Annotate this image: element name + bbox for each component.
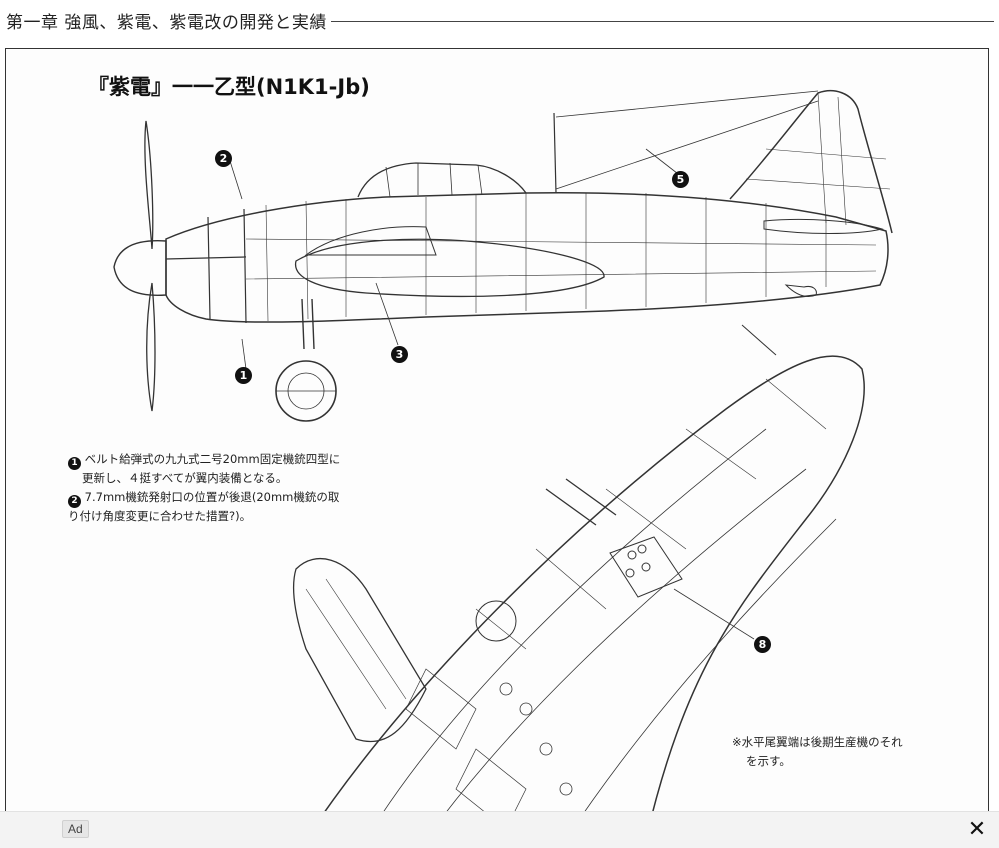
- plate-title: 『紫電』一一乙型(N1K1-Jb): [88, 75, 370, 99]
- callout-badge: 5: [672, 171, 689, 188]
- note-bullet: 1: [68, 457, 81, 470]
- note-gun-port: 2 7.7mm機銃発射口の位置が後退(20mm機銃の取 り付け角度変更に合わせた…: [68, 489, 339, 525]
- callout-badge: 2: [215, 150, 232, 167]
- note-bullet: 2: [68, 495, 81, 508]
- ad-label: Ad: [62, 820, 89, 838]
- note-line: 更新し、４挺すべてが翼内装備となる。: [82, 471, 288, 485]
- close-icon[interactable]: ✕: [967, 816, 987, 842]
- note-line: ベルト給弾式の九九式二号20mm固定機銃四型に: [84, 452, 341, 466]
- chapter-title: 第一章 強風、紫電、紫電改の開発と実績: [6, 12, 327, 33]
- drawing-plate: 『紫電』一一乙型(N1K1-Jb) 2 1 3 5 8 1 ベルト給弾式の九九式…: [5, 48, 989, 838]
- callout-badge: 3: [391, 346, 408, 363]
- callout-badge: 1: [235, 367, 252, 384]
- chapter-header: 第一章 強風、紫電、紫電改の開発と実績: [6, 6, 994, 34]
- side-view: [113, 89, 893, 422]
- ad-banner[interactable]: Ad ✕: [0, 811, 999, 848]
- aircraft-drawing: [113, 89, 893, 837]
- chapter-rule: [330, 20, 994, 22]
- callout-badge: 8: [754, 636, 771, 653]
- remark-tail-tip: ※水平尾翼端は後期生産機のそれ を示す。: [732, 733, 903, 771]
- remark-line: を示す。: [746, 754, 791, 768]
- note-line: 7.7mm機銃発射口の位置が後退(20mm機銃の取: [84, 490, 340, 504]
- note-gun-change: 1 ベルト給弾式の九九式二号20mm固定機銃四型に 更新し、４挺すべてが翼内装備…: [68, 451, 340, 487]
- note-line: り付け角度変更に合わせた措置?)。: [68, 509, 252, 523]
- remark-line: ※水平尾翼端は後期生産機のそれ: [732, 735, 903, 749]
